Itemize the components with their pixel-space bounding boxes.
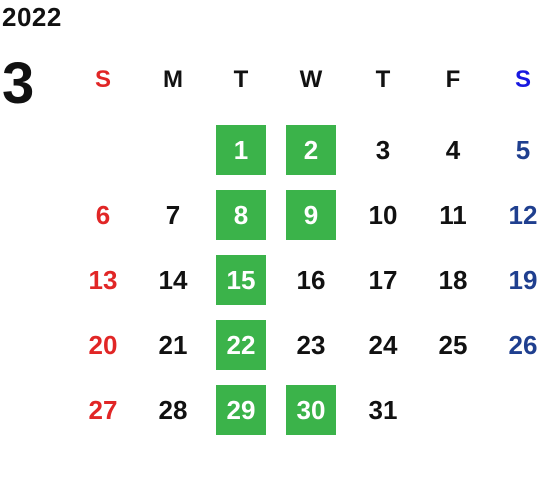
weekday-header: T bbox=[375, 66, 391, 93]
calendar-day: 14 bbox=[158, 264, 188, 295]
calendar-day: 12 bbox=[508, 199, 538, 230]
calendar-day: 19 bbox=[508, 264, 538, 295]
calendar-day: 16 bbox=[296, 264, 326, 295]
calendar-day: 20 bbox=[88, 329, 118, 360]
calendar-day: 4 bbox=[445, 134, 461, 165]
calendar-day: 31 bbox=[368, 394, 398, 425]
weekday-header: S bbox=[514, 66, 531, 93]
weekday-header: F bbox=[445, 66, 461, 93]
calendar-day: 21 bbox=[158, 329, 188, 360]
calendar-day: 23 bbox=[296, 329, 326, 360]
weekday-header: W bbox=[299, 66, 323, 93]
weekday-header: S bbox=[94, 66, 111, 93]
calendar-day: 7 bbox=[165, 199, 181, 230]
calendar-day: 13 bbox=[88, 264, 118, 295]
calendar-day: 25 bbox=[438, 329, 468, 360]
weekday-header: T bbox=[233, 66, 249, 93]
calendar-day-highlighted: 15 bbox=[216, 255, 266, 305]
calendar-day: 6 bbox=[95, 199, 111, 230]
calendar-day: 28 bbox=[158, 394, 188, 425]
month-number: 3 bbox=[2, 51, 35, 116]
calendar-day: 17 bbox=[368, 264, 398, 295]
calendar-day: 3 bbox=[375, 134, 391, 165]
weekday-header: M bbox=[163, 66, 183, 93]
calendar-day-highlighted: 1 bbox=[216, 125, 266, 175]
calendar-day-highlighted: 9 bbox=[286, 190, 336, 240]
calendar-day: 27 bbox=[88, 394, 118, 425]
calendar-day-highlighted: 29 bbox=[216, 385, 266, 435]
calendar-day: 11 bbox=[439, 199, 467, 230]
calendar-day: 26 bbox=[508, 329, 538, 360]
calendar-day: 5 bbox=[515, 134, 531, 165]
calendar-day-highlighted: 8 bbox=[216, 190, 266, 240]
calendar-day: 10 bbox=[368, 199, 398, 230]
calendar-day-highlighted: 2 bbox=[286, 125, 336, 175]
year-label: 2022 bbox=[2, 2, 62, 32]
calendar-day: 24 bbox=[368, 329, 398, 360]
calendar-day-highlighted: 22 bbox=[216, 320, 266, 370]
calendar-day-highlighted: 30 bbox=[286, 385, 336, 435]
calendar-day: 18 bbox=[438, 264, 468, 295]
